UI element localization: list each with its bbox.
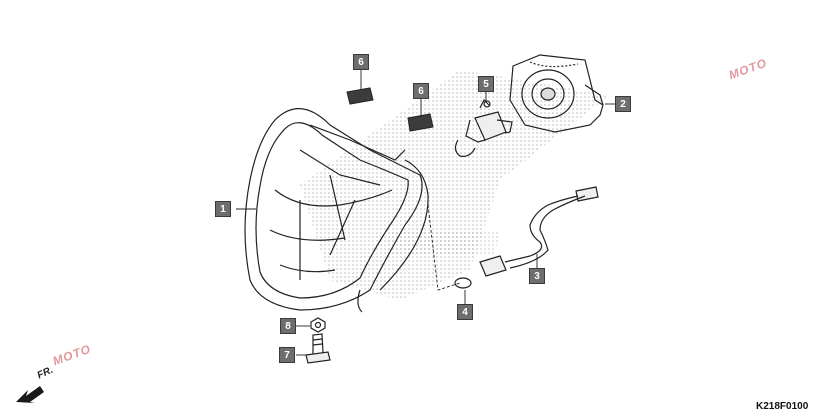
stipple-band [300, 70, 610, 300]
bolt [305, 333, 331, 364]
honda-ghost-text [385, 230, 500, 255]
callout-4[interactable]: 4 [457, 304, 473, 320]
callout-6-left[interactable]: 6 [353, 54, 369, 70]
leader-lines [236, 70, 618, 356]
o-ring [454, 277, 472, 289]
callout-3[interactable]: 3 [529, 268, 545, 284]
headlight-unit [244, 108, 429, 313]
callout-8[interactable]: 8 [280, 318, 296, 334]
nut [310, 317, 326, 333]
socket-harness [479, 186, 599, 277]
front-arrow-icon [16, 386, 44, 403]
callout-1[interactable]: 1 [215, 201, 231, 217]
callout-7[interactable]: 7 [279, 347, 295, 363]
diagram-code: K218F0100 [756, 401, 809, 412]
headlight-case [509, 54, 604, 133]
headlight-bulb [454, 98, 513, 157]
callout-6-right[interactable]: 6 [413, 83, 429, 99]
callout-5[interactable]: 5 [478, 76, 494, 92]
cover-pieces [346, 87, 434, 132]
callout-2[interactable]: 2 [615, 96, 631, 112]
